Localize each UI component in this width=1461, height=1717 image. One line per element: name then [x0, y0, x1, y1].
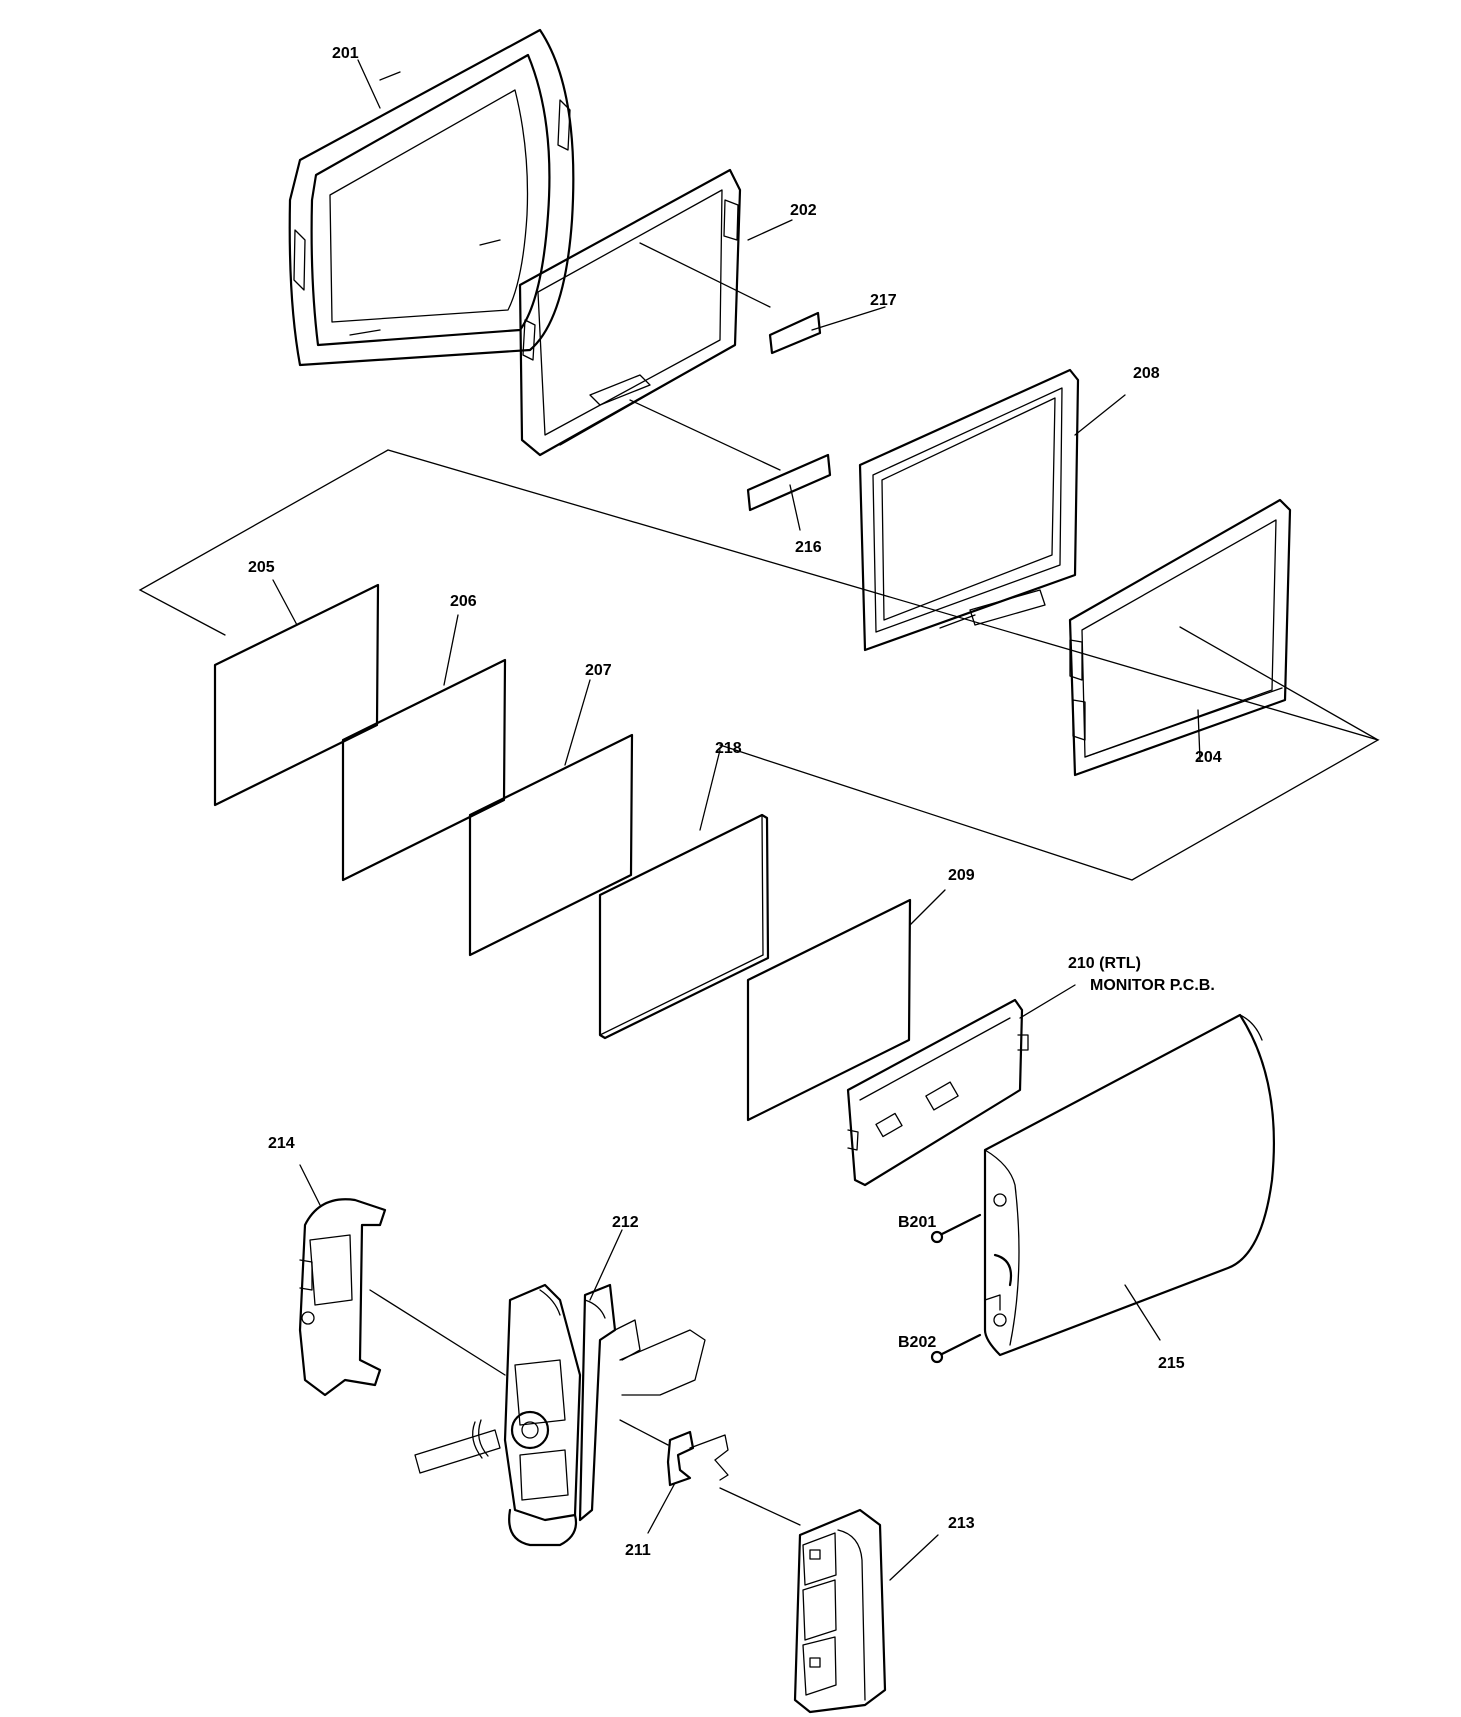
part-207-sheet [468, 733, 634, 957]
label-212: 212 [612, 1214, 639, 1231]
part-202-inner-frame [518, 168, 742, 457]
part-208-lcd-panel [858, 368, 1080, 652]
label-211: 211 [625, 1542, 651, 1559]
part-209-sheet [746, 898, 912, 1122]
screw-b201 [930, 1213, 982, 1244]
part-205-sheet [213, 583, 380, 807]
label-213: 213 [948, 1515, 975, 1532]
label-206: 206 [450, 593, 477, 610]
part-217-tape [768, 311, 822, 355]
label-207: 207 [585, 662, 612, 679]
part-212-hinge-assembly [414, 1283, 706, 1547]
part-216-tape [746, 453, 832, 512]
label-201: 201 [332, 45, 359, 62]
label-218: 218 [715, 740, 742, 757]
label-210-rtl: 210 (RTL) [1068, 955, 1141, 972]
leader-lines [272, 59, 1201, 1581]
screw-b202 [930, 1333, 982, 1364]
sheet-group-outline [138, 449, 1380, 881]
callout-labels: 201 202 217 208 216 205 206 207 218 204 … [248, 45, 1222, 1559]
label-215: 215 [1158, 1355, 1185, 1372]
label-b201: B201 [898, 1214, 936, 1231]
label-216: 216 [795, 539, 822, 556]
part-204-backlight-frame [1068, 498, 1292, 777]
part-201-front-frame [288, 28, 575, 367]
label-205: 205 [248, 559, 275, 576]
part-214-hinge-cover [298, 1198, 387, 1397]
part-215-rear-cover [983, 1013, 1275, 1357]
part-218-light-guide [598, 813, 770, 1040]
part-213-side-cover [793, 1508, 887, 1714]
label-209: 209 [948, 867, 975, 884]
label-202: 202 [790, 202, 817, 219]
label-208: 208 [1133, 365, 1160, 382]
label-b202: B202 [898, 1334, 936, 1351]
label-217: 217 [870, 292, 897, 309]
label-214: 214 [268, 1135, 295, 1152]
part-211-clip [666, 1430, 729, 1487]
label-204: 204 [1195, 749, 1222, 766]
explosion-guide-lines [369, 242, 1379, 1526]
part-206-sheet [341, 658, 507, 882]
label-210-monitor-pcb: MONITOR P.C.B. [1090, 977, 1215, 994]
part-210-monitor-pcb [846, 998, 1029, 1187]
